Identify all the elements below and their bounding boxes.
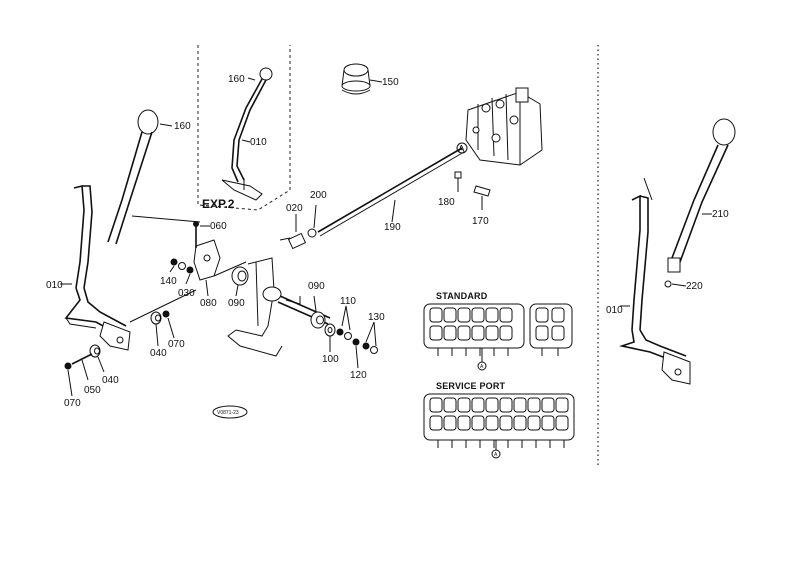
section-standard: STANDARD [436, 291, 488, 301]
washers-140-030: 140 030 [160, 258, 195, 299]
label-080-a: 080 [200, 298, 217, 309]
washer-100: 100 [322, 323, 339, 365]
shaft-080: 090 [277, 281, 331, 329]
label-040-b: 040 [102, 375, 119, 386]
pin-060: 060 [193, 221, 227, 248]
label-160-left: 160 [174, 121, 191, 132]
nut-120: 120 [350, 338, 367, 381]
label-090-a: 090 [228, 298, 245, 309]
label-020: 020 [286, 203, 303, 214]
label-070-a: 070 [64, 398, 81, 409]
standard-block-main [423, 303, 525, 356]
bearing-090-left: 090 [228, 266, 249, 309]
nut-200: 200 [307, 190, 327, 238]
service-port-marker: A [494, 452, 498, 458]
label-070-b: 070 [168, 339, 185, 350]
section-service-port: SERVICE PORT [436, 381, 506, 391]
label-050: 050 [84, 385, 101, 396]
right-lever-assembly: 210 220 010 [606, 118, 736, 385]
exp2-panel: EXP.2 160 010 [197, 45, 291, 211]
rod-190: 190 [317, 147, 465, 237]
label-010-left: 010 [46, 280, 63, 291]
label-200: 200 [310, 190, 327, 201]
nut-070-lower: 070 [64, 362, 81, 409]
label-030: 030 [178, 288, 195, 299]
label-140: 140 [160, 276, 177, 287]
label-080-b-group: 080 [299, 296, 301, 304]
label-150: 150 [382, 77, 399, 88]
service-port-valve-group: SERVICE PORT A [423, 381, 575, 459]
label-060: 060 [210, 221, 227, 232]
nut-070-upper: 070 [162, 310, 185, 350]
valve-port-marker: A [458, 144, 465, 155]
exp2-lever [221, 67, 273, 201]
label-130: 130 [368, 312, 385, 323]
standard-block-side [529, 303, 573, 356]
label-180: 180 [438, 197, 455, 208]
label-010-right: 010 [606, 305, 623, 316]
control-valve: A [456, 87, 543, 166]
collar-040-upper: 040 [150, 311, 167, 359]
shaft-support-frame [213, 257, 283, 357]
pin-180: 180 [438, 171, 462, 208]
label-160-exp: 160 [228, 74, 245, 85]
label-040-a: 040 [150, 348, 167, 359]
cap-150: 150 [341, 63, 399, 95]
label-170: 170 [472, 216, 489, 227]
nuts-110: 110 [336, 296, 356, 340]
nuts-130: 130 [362, 312, 385, 354]
label-190: 190 [384, 222, 401, 233]
standard-port-marker: A [480, 364, 484, 370]
label-010-exp: 010 [250, 137, 267, 148]
collar-040-lower: 040 [89, 344, 119, 386]
bolt-050: 050 [71, 353, 101, 396]
label-210: 210 [712, 209, 729, 220]
label-090-b: 090 [308, 281, 325, 292]
left-lever-assembly: 160 010 [46, 109, 201, 351]
drawing-stamp: V0871-23 [212, 405, 248, 419]
joint-020: 020 [279, 203, 307, 250]
label-220: 220 [686, 281, 703, 292]
label-120: 120 [350, 370, 367, 381]
label-100: 100 [322, 354, 339, 365]
exp2-title: EXP.2 [202, 197, 235, 211]
pin-170: 170 [472, 185, 491, 227]
label-110: 110 [340, 296, 356, 307]
standard-valve-group: STANDARD A [423, 291, 573, 371]
bracket-080: 080 [193, 239, 221, 309]
stamp-text: V0871-23 [217, 410, 239, 416]
